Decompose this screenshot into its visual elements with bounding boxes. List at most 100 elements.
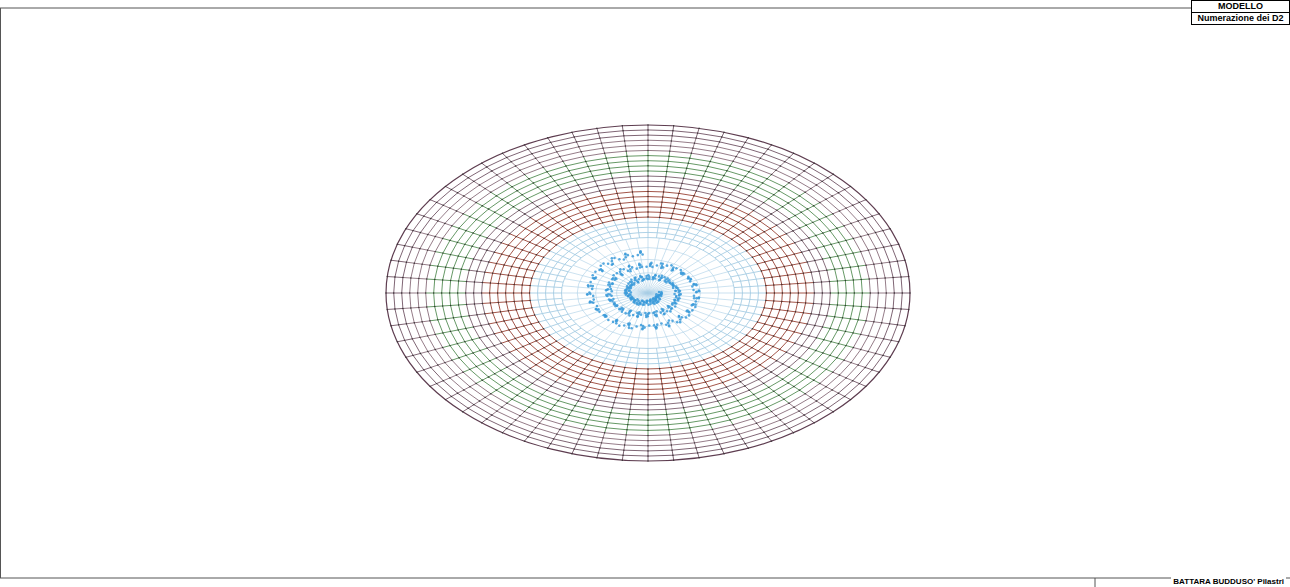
- mesh-node: [756, 423, 757, 424]
- mesh-node: [752, 418, 753, 419]
- mesh-element: [585, 364, 589, 369]
- mesh-element: [616, 356, 618, 361]
- mesh-node: [513, 363, 514, 364]
- mesh-element: [459, 355, 466, 357]
- mesh-element: [763, 403, 767, 407]
- mesh-element: [754, 187, 758, 191]
- mesh-element: [477, 313, 485, 315]
- mesh-element: [781, 338, 788, 340]
- mesh-element: [780, 234, 787, 237]
- mesh-element: [769, 268, 777, 269]
- mesh-node: [647, 409, 648, 410]
- mesh-element: [628, 414, 630, 419]
- mesh-element: [576, 247, 582, 251]
- mesh-element: [508, 309, 516, 311]
- mesh-element: [698, 128, 700, 133]
- mesh-element: [526, 354, 532, 357]
- mesh-element: [682, 366, 684, 371]
- mesh-ring: [490, 191, 807, 394]
- mesh-element: [391, 324, 399, 326]
- mesh-element: [535, 271, 543, 272]
- mesh-element: [538, 299, 546, 301]
- mesh-element: [522, 195, 527, 199]
- mesh-element: [713, 429, 715, 434]
- mesh-node: [720, 405, 721, 406]
- mesh-node: [795, 311, 796, 312]
- mesh-element: [501, 367, 507, 370]
- mesh-element: [466, 258, 474, 259]
- mesh-element: [626, 430, 628, 435]
- mesh-element: [453, 316, 461, 318]
- mesh-element: [581, 429, 583, 434]
- mesh-element: [623, 367, 625, 372]
- mesh-element: [749, 414, 753, 419]
- mesh-element: [759, 379, 764, 383]
- mesh-element: [563, 335, 569, 338]
- mesh-element: [438, 318, 446, 320]
- mesh-element: [502, 254, 509, 256]
- mesh-node: [853, 347, 854, 348]
- mesh-element: [800, 390, 806, 394]
- mesh-node: [569, 386, 570, 387]
- mesh-element: [581, 332, 587, 336]
- mesh-element: [428, 235, 435, 237]
- mesh-element: [788, 341, 795, 343]
- mesh-element: [861, 306, 869, 308]
- mesh-element: [516, 258, 523, 260]
- mesh-element: [519, 210, 525, 214]
- mesh-element: [482, 163, 487, 167]
- mesh-element: [673, 346, 675, 351]
- mesh-element: [648, 389, 649, 394]
- mesh-element: [590, 410, 592, 415]
- mesh-element: [814, 203, 820, 206]
- mesh-element: [720, 324, 727, 327]
- mesh-node: [748, 371, 749, 372]
- mesh-element: [883, 355, 890, 357]
- mesh-element: [648, 125, 649, 130]
- mesh-element: [792, 321, 800, 322]
- mesh-element: [536, 361, 542, 365]
- mesh-node: [516, 395, 517, 396]
- mesh-node: [530, 368, 531, 369]
- mesh-node: [667, 419, 668, 420]
- mesh-ring: [546, 227, 751, 358]
- mesh-element: [766, 344, 773, 347]
- mesh-node: [809, 418, 810, 419]
- mesh-element: [489, 374, 495, 377]
- mesh-element: [766, 300, 774, 302]
- mesh-element: [766, 293, 774, 294]
- mesh-element: [466, 293, 474, 294]
- mesh-element: [560, 373, 564, 377]
- mesh-node: [892, 308, 893, 309]
- mesh-element: [563, 226, 568, 230]
- mesh-element: [802, 346, 809, 348]
- mesh-element: [495, 212, 501, 215]
- mesh-node: [878, 371, 879, 372]
- mesh-element: [397, 340, 404, 341]
- mesh-element: [780, 349, 787, 352]
- mesh-node: [810, 397, 811, 398]
- mesh-element: [828, 174, 833, 178]
- mesh-element: [746, 344, 752, 347]
- mesh-element: [520, 412, 524, 416]
- mesh-element: [481, 261, 489, 262]
- mesh-node: [576, 377, 577, 378]
- mesh-element: [572, 449, 574, 454]
- mesh-element: [754, 394, 758, 398]
- mesh-element: [451, 255, 459, 256]
- mesh-node: [784, 319, 785, 320]
- mesh-element: [800, 358, 807, 361]
- mesh-element: [556, 377, 560, 381]
- mesh-element: [731, 322, 738, 324]
- mesh-node: [584, 391, 585, 392]
- mesh-element: [790, 283, 798, 285]
- mesh-element: [727, 327, 734, 330]
- mesh-node: [423, 369, 424, 370]
- mesh-element: [634, 379, 636, 384]
- mesh-element: [846, 205, 853, 208]
- mesh-node: [752, 337, 753, 338]
- mesh-element: [788, 199, 794, 203]
- mesh-element: [635, 369, 637, 374]
- mesh-element: [590, 171, 592, 176]
- mesh-element: [480, 248, 487, 250]
